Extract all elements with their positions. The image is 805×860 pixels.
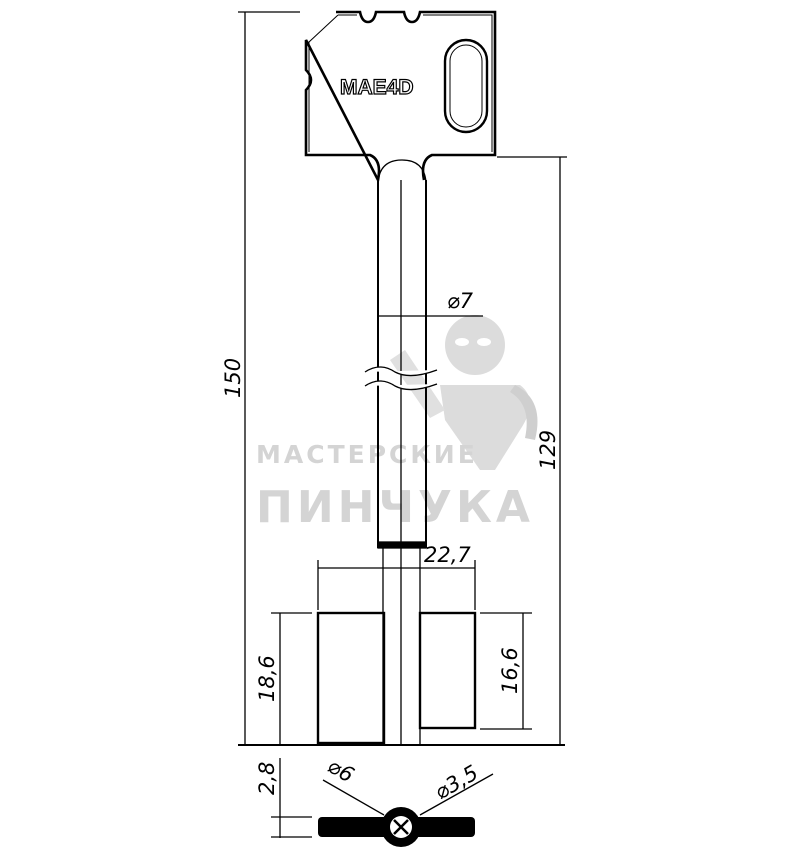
key-ring-slot bbox=[443, 38, 489, 134]
label-129: 129 bbox=[536, 430, 560, 470]
key-ring-slot-inner bbox=[449, 44, 483, 128]
label-diameter-6: ⌀6 bbox=[324, 754, 359, 788]
watermark: МАСТЕРСКИЕ ПИНЧУКА bbox=[256, 315, 538, 533]
shank-shoulder bbox=[377, 541, 427, 549]
label-diameter-3-5: ⌀3,5 bbox=[431, 761, 483, 805]
tip-cross-section bbox=[318, 807, 475, 847]
head-inner-outline bbox=[308, 14, 493, 152]
label-150: 150 bbox=[221, 358, 245, 398]
label-diameter-7: ⌀7 bbox=[447, 289, 474, 313]
key-marking: MAE4D bbox=[340, 76, 414, 99]
leader-diameter-3-5 bbox=[419, 773, 494, 816]
watermark-line1: МАСТЕРСКИЕ bbox=[256, 440, 478, 469]
left-bit bbox=[316, 611, 386, 745]
shank-dome bbox=[377, 159, 427, 183]
watermark-robot-icon bbox=[390, 315, 538, 470]
label-16-6: 16,6 bbox=[498, 647, 522, 694]
label-22-7: 22,7 bbox=[424, 543, 471, 567]
leader-diameter-6 bbox=[322, 779, 385, 816]
key-head bbox=[304, 10, 497, 184]
right-bit bbox=[418, 611, 477, 730]
label-18-6: 18,6 bbox=[255, 655, 279, 702]
watermark-line2: ПИНЧУКА bbox=[256, 482, 534, 533]
label-2-8: 2,8 bbox=[255, 762, 279, 795]
break-lines bbox=[364, 366, 438, 391]
